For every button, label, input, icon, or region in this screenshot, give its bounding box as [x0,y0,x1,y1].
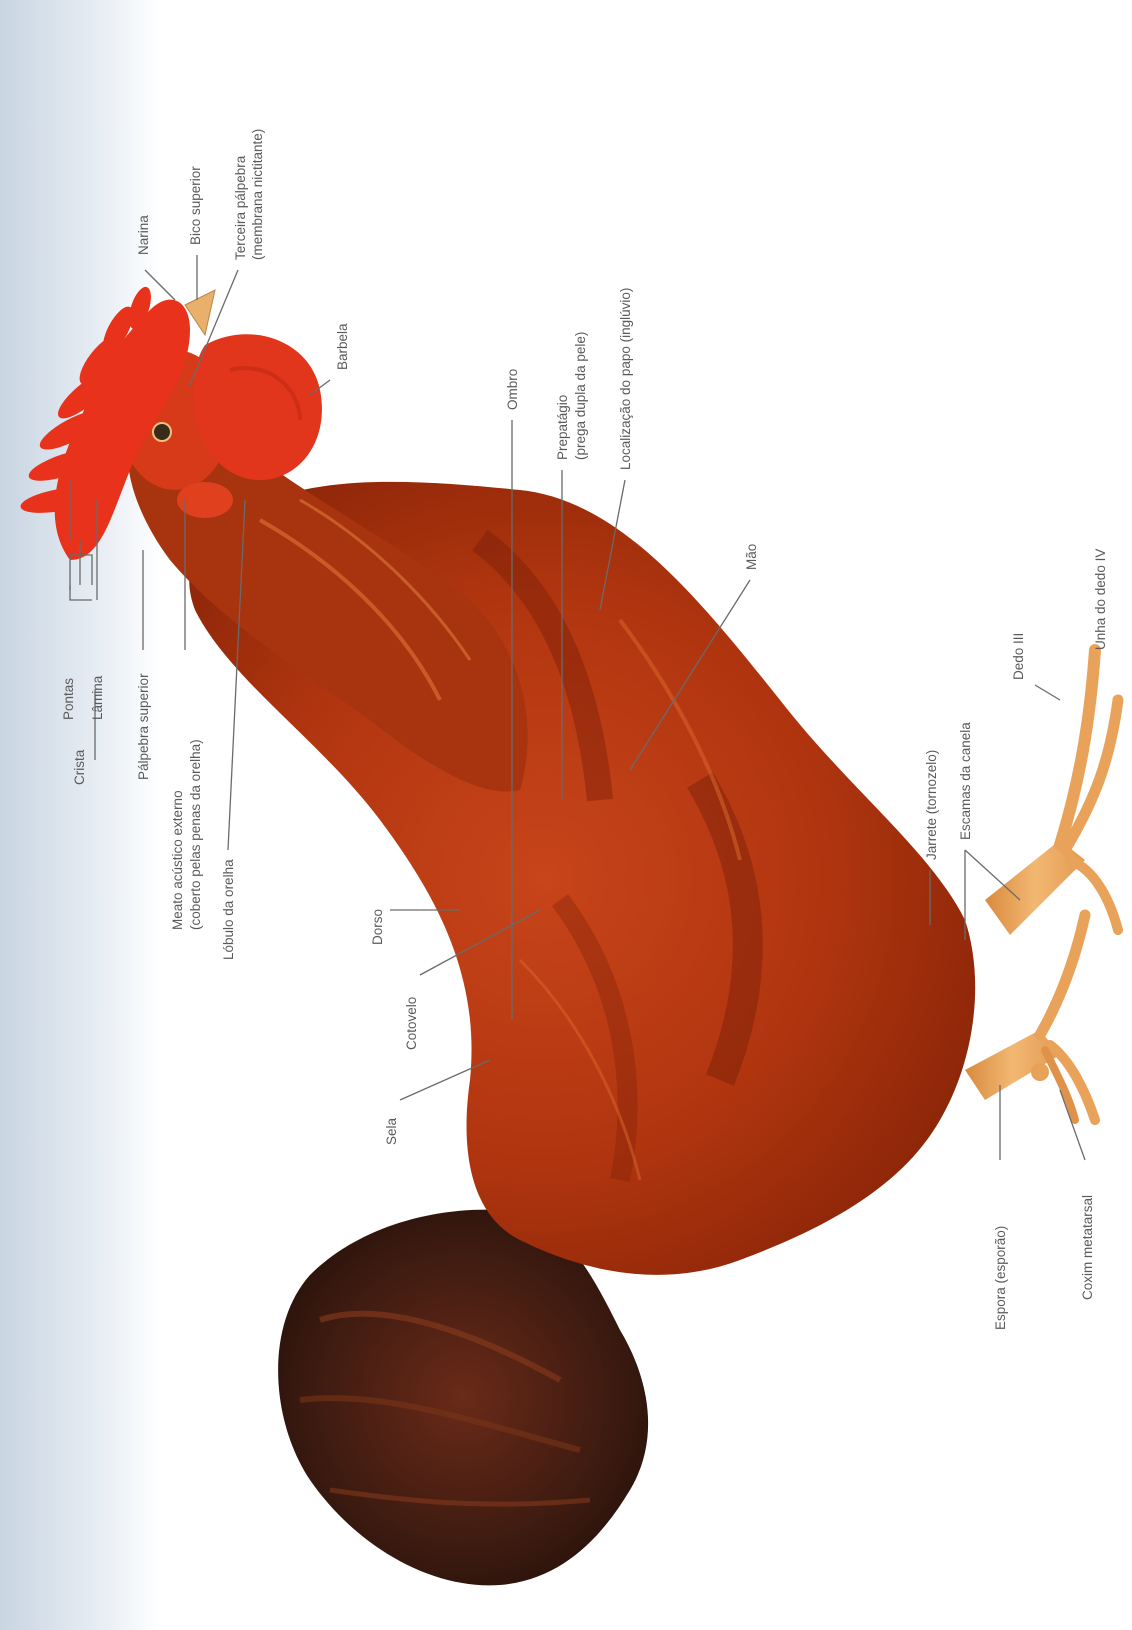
label-lamina: Lâmina [90,675,105,720]
label-ombro: Ombro [505,369,520,410]
label-localizacao-papo: Localização do papo (inglúvio) [618,288,633,470]
label-sela: Sela [384,1117,399,1145]
rooster-eye [153,423,171,441]
label-unha: Unha do dedo IV [1093,549,1108,650]
label-dedo-iii: Dedo III [1011,633,1026,680]
label-bico-superior: Bico superior [188,166,203,245]
label-barbela: Barbela [335,323,350,370]
label-pontas: Pontas [61,678,76,720]
label-coxim: Coxim metatarsal [1080,1195,1095,1300]
label-palpebra-superior: Pálpebra superior [136,673,151,780]
label-jarrete: Jarrete (tornozelo) [924,750,939,860]
label-cotovelo: Cotovelo [404,997,419,1050]
spur [1031,1063,1049,1081]
label-membrana-nictitante: (membrana nictitante) [250,129,265,260]
label-espora: Espora (esporão) [993,1226,1008,1330]
label-meato-acustico-note: (coberto pelas penas da orelha) [188,739,203,930]
label-mao: Mão [744,544,759,570]
label-dorso: Dorso [370,909,385,945]
label-meato-acustico: Meato acústico externo [170,790,185,930]
label-escamas: Escamas da canela [958,722,973,840]
label-lobulo-orelha: Lóbulo da orelha [221,859,236,960]
label-narina: Narina [136,215,151,255]
label-prepatagio: Prepatágio [555,395,570,460]
label-terceira-palpebra: Terceira pálpebra [233,155,248,260]
label-crista: Crista [72,749,87,785]
label-prepatagio-note: (prega dupla da pele) [573,332,588,460]
